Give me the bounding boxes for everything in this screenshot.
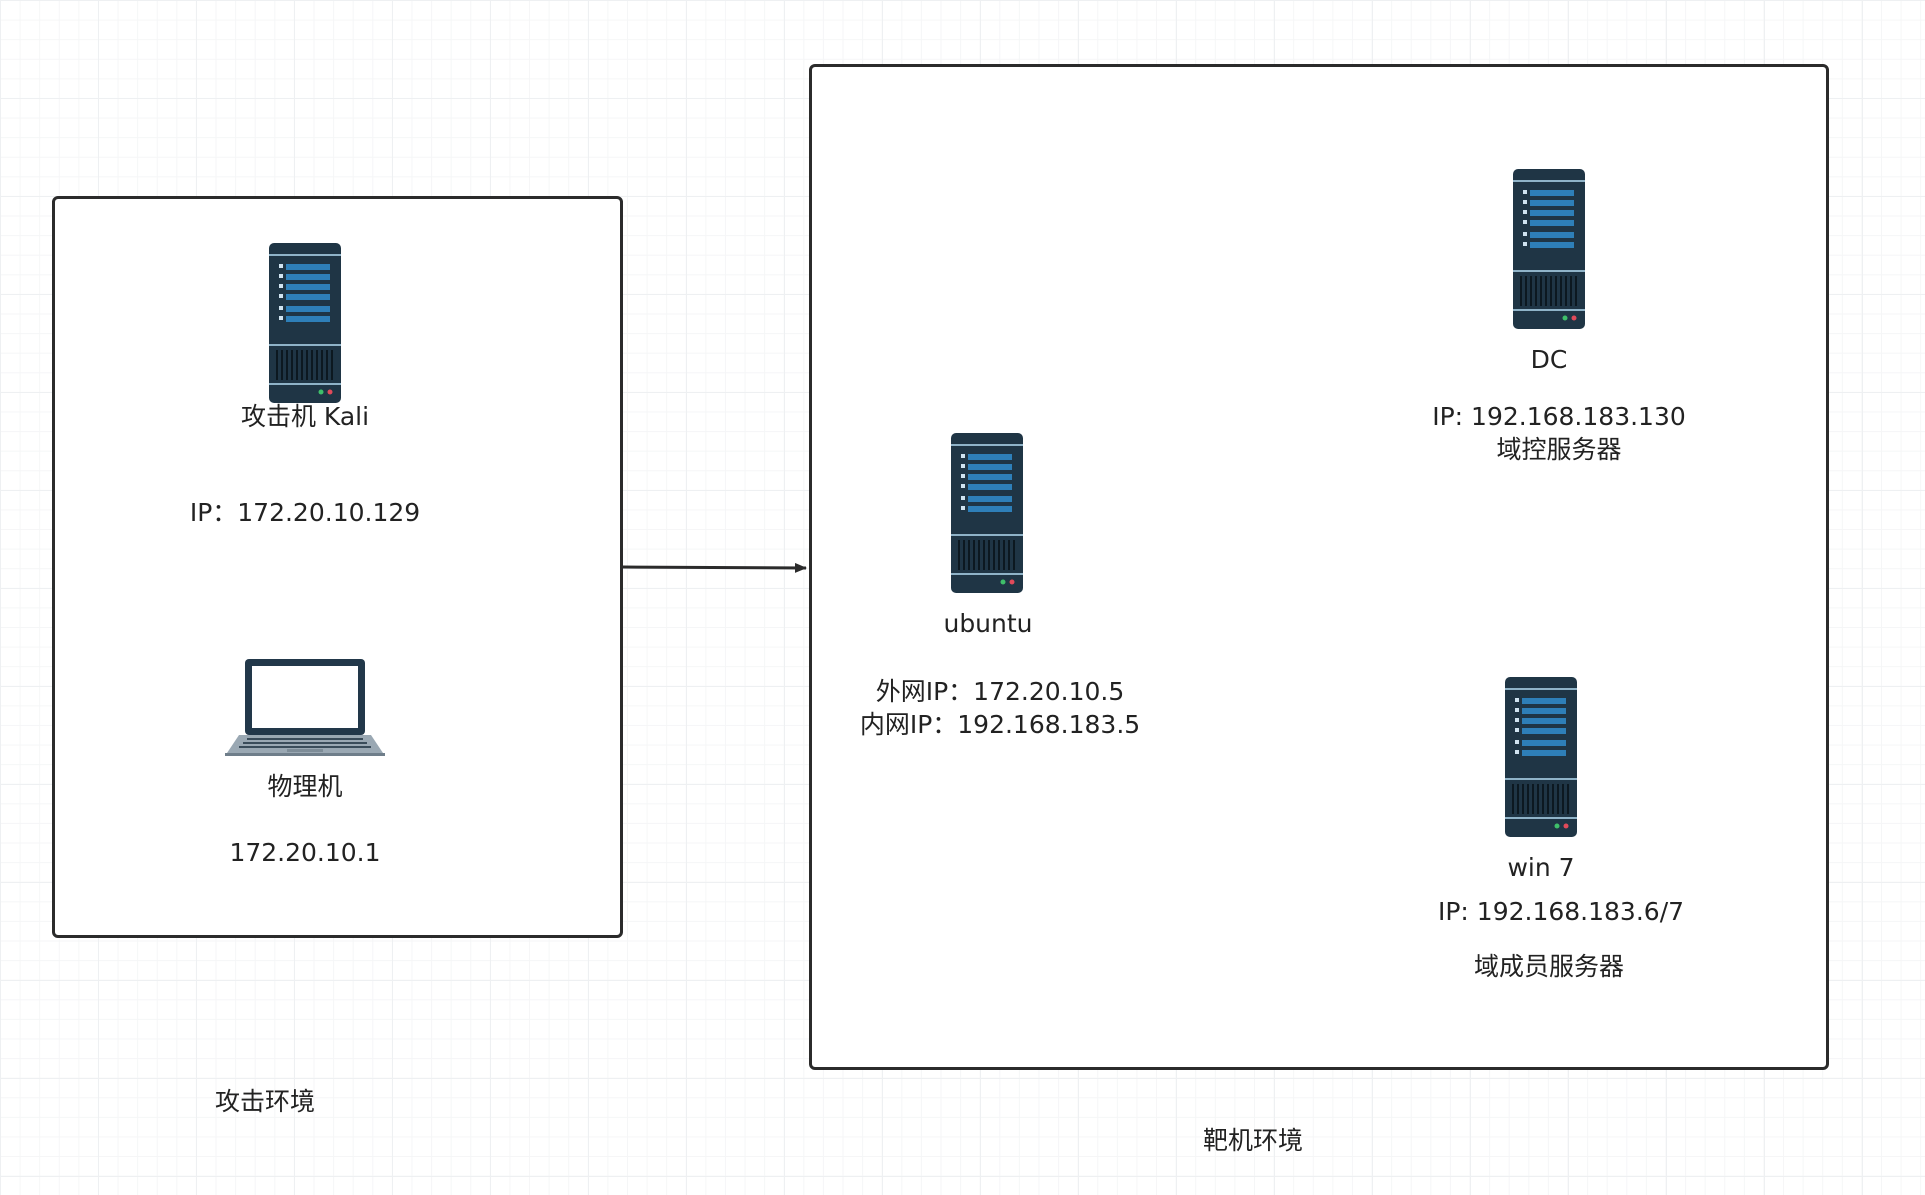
dc-ip-label: IP: 192.168.183.130 xyxy=(1432,402,1686,431)
physical-ip-label: 172.20.10.1 xyxy=(229,838,381,867)
kali-ip-label: IP：172.20.10.129 xyxy=(189,498,421,527)
server-icon[interactable] xyxy=(1504,676,1578,838)
server-icon[interactable] xyxy=(268,242,342,404)
win7-ip-label: IP: 192.168.183.6/7 xyxy=(1437,897,1685,926)
server-icon[interactable] xyxy=(1512,168,1586,330)
dc-name-label: DC xyxy=(1530,345,1568,374)
kali-name-label: 攻击机 Kali xyxy=(240,402,370,431)
server-icon[interactable] xyxy=(950,432,1024,594)
ubuntu-external-ip-label: 外网IP：172.20.10.5 xyxy=(875,677,1125,706)
connector-arrow xyxy=(622,562,807,573)
ubuntu-internal-ip-label: 内网IP：192.168.183.5 xyxy=(859,710,1141,739)
ubuntu-name-label: ubuntu xyxy=(943,609,1033,638)
laptop-icon[interactable] xyxy=(225,657,385,757)
physical-name-label: 物理机 xyxy=(267,772,343,801)
target-environment-caption: 靶机环境 xyxy=(1202,1126,1304,1155)
win7-role-label: 域成员服务器 xyxy=(1473,952,1625,981)
dc-role-label: 域控服务器 xyxy=(1496,435,1622,464)
win7-name-label: win 7 xyxy=(1507,853,1575,882)
attack-environment-caption: 攻击环境 xyxy=(214,1087,316,1116)
